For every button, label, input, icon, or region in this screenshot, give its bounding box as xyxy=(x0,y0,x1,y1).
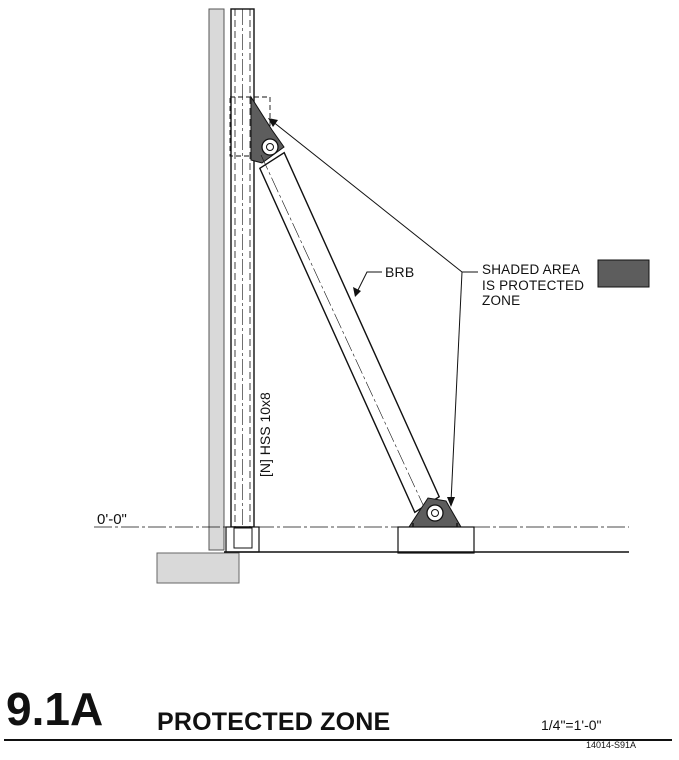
drawing-scale: 1/4"=1'-0" xyxy=(541,717,602,733)
shaded-area-note-line: IS PROTECTED xyxy=(482,277,585,293)
shaded-area-note: SHADED AREA IS PROTECTED ZONE xyxy=(482,263,584,310)
brb-leader xyxy=(356,271,382,293)
protected-zone-swatch xyxy=(597,259,650,288)
hss-column xyxy=(230,8,255,540)
brb-label: BRB xyxy=(385,264,415,280)
level-label: 0'-0" xyxy=(97,511,127,528)
shaded-area-leaders xyxy=(268,118,478,507)
brace-footing-pad xyxy=(397,526,475,554)
sheet-reference: 14014-S91A xyxy=(586,740,637,750)
detail-title: PROTECTED ZONE xyxy=(157,708,391,736)
shaded-area-note-line: ZONE xyxy=(482,293,521,308)
footing xyxy=(156,552,240,584)
existing-wall xyxy=(208,8,225,551)
brb-brace xyxy=(258,151,441,523)
member-callout: [N] HSS 10x8 xyxy=(257,392,273,477)
upper-pin xyxy=(261,138,279,156)
detail-number: 9.1A xyxy=(6,683,104,735)
upper-connection-outline xyxy=(229,96,271,157)
shaded-area-note-line: SHADED AREA xyxy=(482,262,581,277)
lower-pin xyxy=(426,504,444,522)
